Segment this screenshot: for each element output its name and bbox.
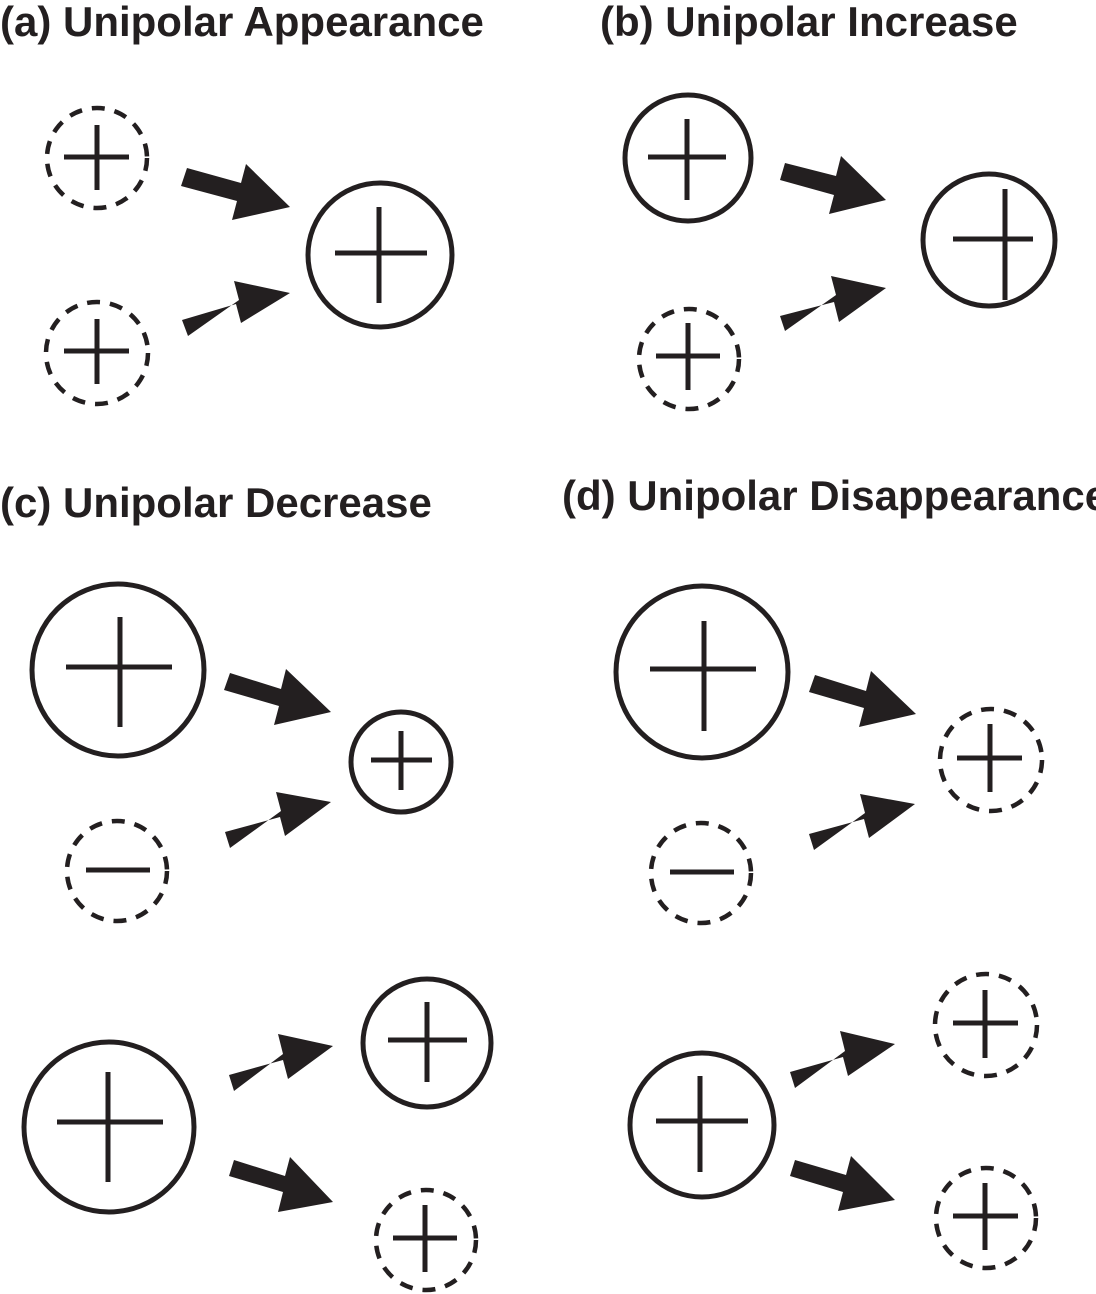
panel-d-row2-output-1-dashed-plus-region bbox=[932, 971, 1040, 1079]
panel-c-row1-arrow-2 bbox=[225, 792, 331, 848]
panel-b-input-1-solid-plus-region bbox=[622, 92, 754, 224]
panel-c-row2-output-1-solid-plus-region bbox=[360, 976, 494, 1110]
panel-b-output-solid-plus-region bbox=[920, 171, 1058, 309]
panel-a-title: (a) Unipolar Appearance bbox=[0, 0, 484, 45]
panel-c-title: (c) Unipolar Decrease bbox=[0, 479, 432, 526]
panel-c-row2-arrow-1 bbox=[229, 1034, 333, 1091]
panel-a-input-1-dashed-plus-region bbox=[44, 105, 150, 211]
panel-d-title: (d) Unipolar Disappearance bbox=[562, 472, 1096, 519]
panel-c-row2-output-2-dashed-plus-region bbox=[373, 1187, 479, 1293]
panel-c-row1-input-1-solid-plus-region bbox=[29, 581, 207, 759]
panel-c bbox=[21, 581, 494, 1293]
panel-c-row1-input-2-dashed-minus-region bbox=[64, 818, 170, 924]
panel-b-input-2-dashed-plus-region bbox=[636, 306, 742, 412]
panel-a-arrow-2 bbox=[182, 281, 290, 336]
panel-b-title: (b) Unipolar Increase bbox=[600, 0, 1018, 45]
panel-d-row2-output-2-dashed-plus-region bbox=[933, 1165, 1039, 1271]
panel-d bbox=[613, 583, 1045, 1271]
panel-c-row2-arrow-2 bbox=[229, 1157, 333, 1212]
panel-d-row2-arrow-1 bbox=[790, 1031, 895, 1088]
panel-a bbox=[43, 105, 455, 407]
panel-d-row1-input-2-dashed-minus-region bbox=[648, 820, 754, 926]
panel-c-row2-input-solid-plus-region bbox=[21, 1039, 197, 1215]
panel-d-row1-arrow-2 bbox=[809, 794, 915, 850]
panel-d-row2-input-solid-plus-region bbox=[627, 1050, 777, 1200]
panel-d-row1-output-dashed-plus-region bbox=[937, 706, 1045, 814]
panel-b-arrow-1 bbox=[780, 156, 886, 214]
panel-a-arrow-1 bbox=[181, 164, 290, 220]
panel-b-arrow-2 bbox=[780, 276, 886, 331]
panel-c-row1-arrow-1 bbox=[224, 669, 331, 725]
panel-a-input-2-dashed-plus-region bbox=[43, 299, 151, 407]
panel-d-row1-arrow-1 bbox=[809, 671, 916, 727]
panel-c-row1-output-solid-plus-region bbox=[348, 709, 454, 815]
panel-d-row1-input-1-solid-plus-region bbox=[613, 583, 791, 761]
panel-a-output-solid-plus-region bbox=[305, 180, 455, 330]
panel-d-row2-arrow-2 bbox=[790, 1156, 895, 1211]
panel-b bbox=[622, 92, 1058, 412]
